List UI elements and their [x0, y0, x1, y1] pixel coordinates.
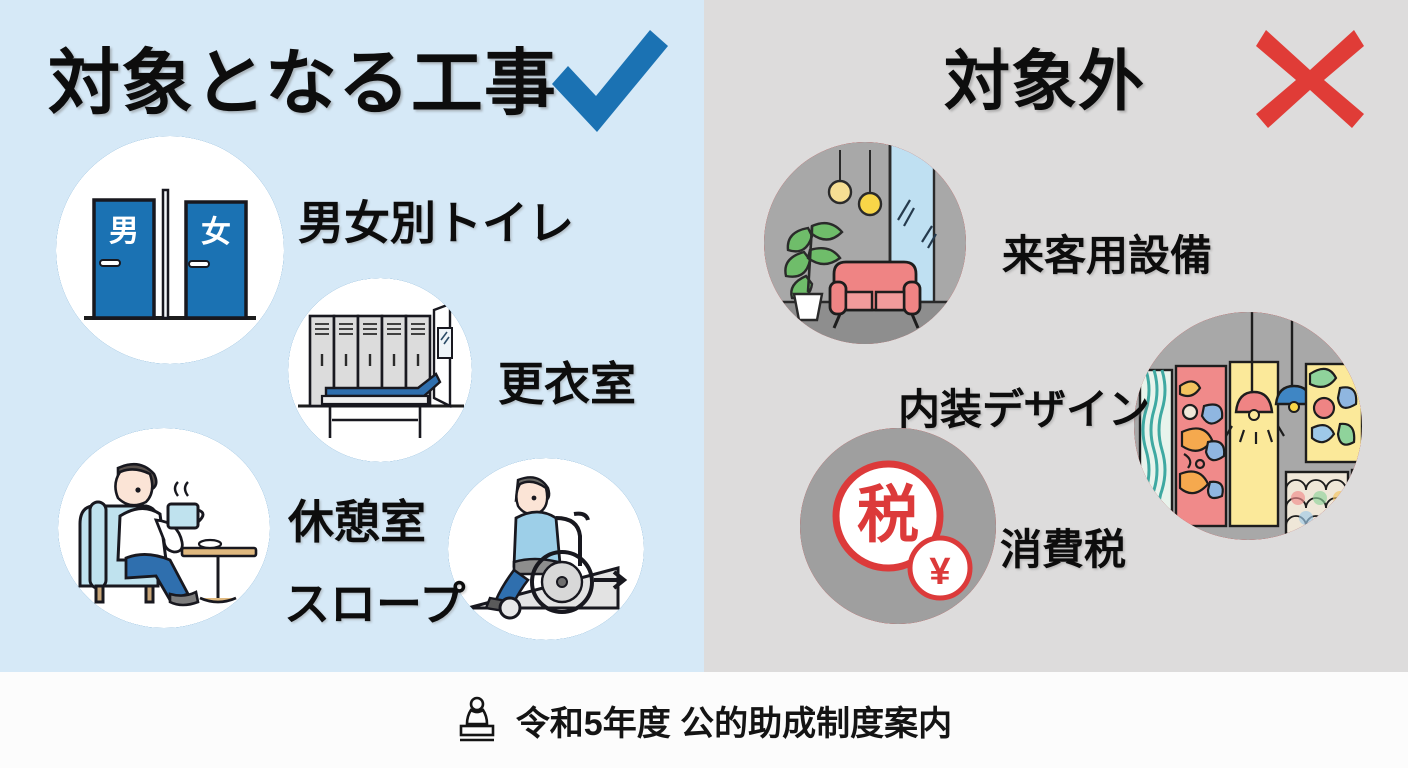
eligible-item-label-break-room: 休憩室 [288, 496, 426, 548]
door-label-male: 男 [109, 215, 139, 248]
ineligible-heading: 対象外 [944, 44, 1145, 118]
break-room-icon [58, 428, 270, 628]
yen-symbol: ¥ [929, 551, 950, 593]
cross-icon [1256, 30, 1364, 128]
stamp-icon [459, 696, 495, 742]
ineligible-item-label-reception: 来客用設備 [1002, 232, 1213, 279]
footer-bar: 令和5年度 公的助成制度案内 [0, 672, 1408, 768]
eligible-item-label-toilet: 男女別トイレ [298, 197, 574, 249]
lounge-sofa-icon [764, 142, 966, 344]
ineligible-item-label-tax: 消費税 [1000, 526, 1127, 573]
eligible-heading: 対象となる工事 [48, 44, 557, 124]
footer-text: 令和5年度 公的助成制度案内 [515, 704, 953, 743]
interior-swatches-icon [1134, 312, 1362, 540]
tax-stamp-icon: 税 ¥ [800, 428, 996, 624]
ineligible-item-label-interior: 内装デザイン [898, 386, 1151, 433]
eligible-item-label-locker: 更衣室 [498, 358, 636, 410]
tax-kanji: 税 [857, 481, 919, 550]
door-label-female: 女 [201, 215, 231, 249]
wheelchair-ramp-icon [448, 458, 644, 640]
toilet-doors-icon: 男 女 [56, 136, 284, 364]
check-icon [552, 30, 668, 132]
locker-room-icon [288, 278, 472, 462]
eligible-item-label-slope: スロープ [284, 578, 466, 630]
